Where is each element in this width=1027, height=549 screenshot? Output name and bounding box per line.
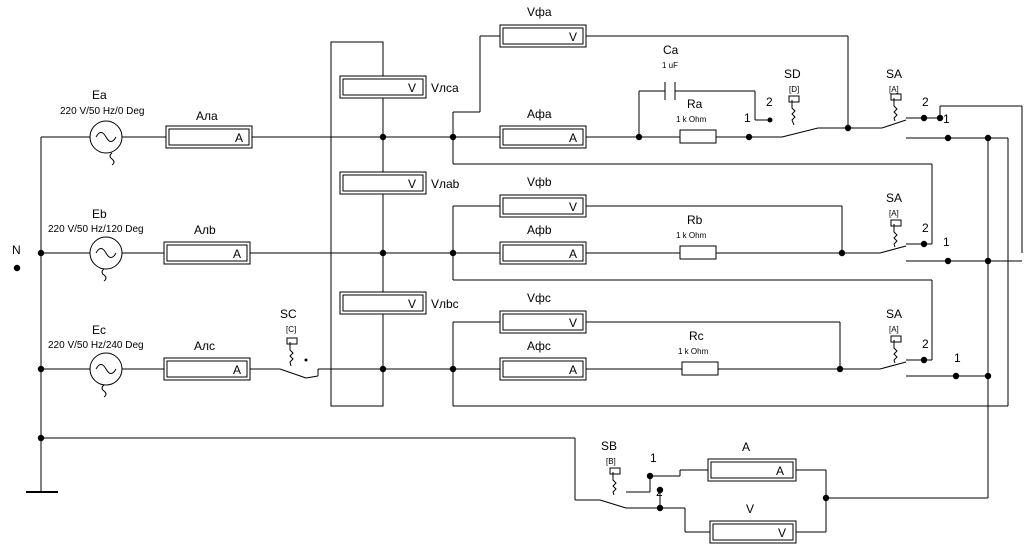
switch-sd[interactable]: SD [D] 1 2 — [744, 67, 819, 138]
switch-sa-3-key: [A] — [889, 325, 899, 334]
switch-sd-pos2: 2 — [766, 95, 773, 109]
meter-vfc-unit: V — [569, 316, 577, 330]
meter-afc-name: Aфc — [527, 339, 551, 353]
capacitor-ca-name: Ca — [663, 43, 679, 57]
meter-ala[interactable]: A Aлa — [165, 109, 253, 149]
switch-sa-2[interactable]: SA [A] 2 1 — [879, 191, 950, 254]
switch-sb[interactable]: SB [B] 1 2 — [599, 439, 663, 509]
meter-vfb-name: Vфb — [527, 175, 552, 189]
node-n: N — [12, 243, 21, 272]
switch-sa-3-pos2: 2 — [922, 337, 929, 351]
meter-ala-name: Aлa — [196, 109, 218, 123]
resistor-rc[interactable]: Rc 1 k Ohm — [678, 329, 719, 376]
source-ea-spec: 220 V/50 Hz/0 Deg — [60, 106, 145, 117]
meter-vlca[interactable]: V Vлca — [339, 75, 459, 99]
resistor-ra[interactable]: Ra 1 k Ohm — [676, 97, 717, 144]
svg-text:N: N — [12, 243, 21, 257]
switch-sa-2-pos2: 2 — [922, 221, 929, 235]
switch-sa-2-key: [A] — [889, 209, 899, 218]
source-eb-spec: 220 V/50 Hz/120 Deg — [48, 224, 144, 235]
switch-sa-1-key: [A] — [889, 85, 899, 94]
resistor-rc-value: 1 k Ohm — [678, 347, 709, 356]
switch-sa-1-name: SA — [886, 67, 902, 81]
source-ec-spec: 220 V/50 Hz/240 Deg — [48, 340, 144, 351]
switch-sc[interactable]: SC [C] — [279, 307, 319, 379]
meter-vlbc-unit: V — [408, 297, 416, 311]
meter-vfb[interactable]: V Vфb — [499, 175, 587, 218]
source-ea[interactable]: Ea 220 V/50 Hz/0 Deg — [60, 88, 145, 166]
resistor-rc-name: Rc — [689, 329, 704, 343]
source-ec-name: Ec — [92, 323, 106, 337]
meter-vlbc[interactable]: V Vлbc — [339, 291, 459, 315]
switch-sa-2-name: SA — [886, 191, 902, 205]
junctions — [37, 114, 992, 512]
switch-sa-3-pos1: 1 — [954, 351, 961, 365]
switch-sd-pos1: 1 — [744, 111, 751, 125]
meter-vfa[interactable]: V Vфa — [499, 5, 587, 48]
meter-alc-name: Aлc — [194, 339, 215, 353]
meter-vfa-name: Vфa — [527, 5, 552, 19]
switch-sb-pos1: 1 — [650, 451, 657, 465]
meter-afa[interactable]: A Aфa — [499, 107, 587, 149]
switch-sa-1[interactable]: SA [A] 2 1 — [881, 67, 950, 138]
meter-afa-name: Aфa — [527, 107, 552, 121]
meter-afb[interactable]: A Aфb — [499, 223, 587, 265]
meter-vlca-name: Vлca — [431, 81, 459, 95]
wires — [26, 35, 1023, 533]
resistor-rb[interactable]: Rb 1 k Ohm — [676, 213, 717, 260]
meter-afb-unit: A — [569, 247, 577, 261]
switch-sa-3-name: SA — [886, 307, 902, 321]
meter-alb[interactable]: A Aлb — [163, 223, 251, 265]
meter-vfb-unit: V — [569, 200, 577, 214]
switch-sa-2-pos1: 1 — [943, 235, 950, 249]
switch-sd-key: [D] — [789, 85, 799, 94]
switch-sa-1-pos2: 2 — [922, 95, 929, 109]
meter-vfa-unit: V — [569, 30, 577, 44]
meter-v-name: V — [746, 502, 754, 516]
meter-a-unit: A — [776, 464, 784, 478]
meter-vlab[interactable]: V Vлab — [339, 171, 460, 195]
meter-vlca-unit: V — [408, 81, 416, 95]
meter-alc-unit: A — [233, 363, 241, 377]
resistor-ra-value: 1 k Ohm — [676, 115, 707, 124]
meter-afc[interactable]: A Aфc — [499, 339, 587, 381]
meter-afb-name: Aфb — [527, 223, 552, 237]
switch-sa-3[interactable]: SA [A] 2 1 — [879, 307, 961, 370]
switch-sc-key: [C] — [286, 325, 296, 334]
switch-sa-1-pos1: 1 — [943, 112, 950, 126]
meter-alb-unit: A — [233, 247, 241, 261]
source-ea-name: Ea — [92, 88, 107, 102]
meter-vlbc-name: Vлbc — [431, 297, 459, 311]
capacitor-ca[interactable]: Ca 1 uF — [662, 43, 679, 100]
meter-v[interactable]: V V — [709, 502, 797, 544]
resistor-rb-name: Rb — [687, 213, 703, 227]
switch-sb-key: [B] — [606, 457, 616, 466]
source-ec[interactable]: Ec 220 V/50 Hz/240 Deg — [48, 323, 144, 398]
source-eb[interactable]: Eb 220 V/50 Hz/120 Deg — [48, 207, 144, 282]
switch-sb-pos2: 2 — [656, 485, 663, 499]
meter-v-unit: V — [778, 526, 786, 540]
resistor-rb-value: 1 k Ohm — [676, 231, 707, 240]
meter-vlab-unit: V — [408, 177, 416, 191]
meter-vfc[interactable]: V Vфc — [499, 291, 587, 334]
capacitor-ca-value: 1 uF — [662, 61, 678, 70]
meter-afc-unit: A — [569, 363, 577, 377]
meter-afa-unit: A — [569, 131, 577, 145]
meter-alb-name: Aлb — [194, 223, 216, 237]
meter-a-name: A — [742, 440, 750, 454]
meter-a[interactable]: A A — [707, 440, 797, 482]
meter-alc[interactable]: A Aлc — [163, 339, 251, 381]
switch-sb-name: SB — [601, 439, 617, 453]
resistor-ra-name: Ra — [687, 97, 703, 111]
switch-sd-name: SD — [784, 67, 801, 81]
source-eb-name: Eb — [92, 207, 107, 221]
meter-vlab-name: Vлab — [431, 177, 460, 191]
meter-ala-unit: A — [235, 131, 243, 145]
meter-vfc-name: Vфc — [527, 291, 551, 305]
switch-sc-name: SC — [280, 307, 297, 321]
